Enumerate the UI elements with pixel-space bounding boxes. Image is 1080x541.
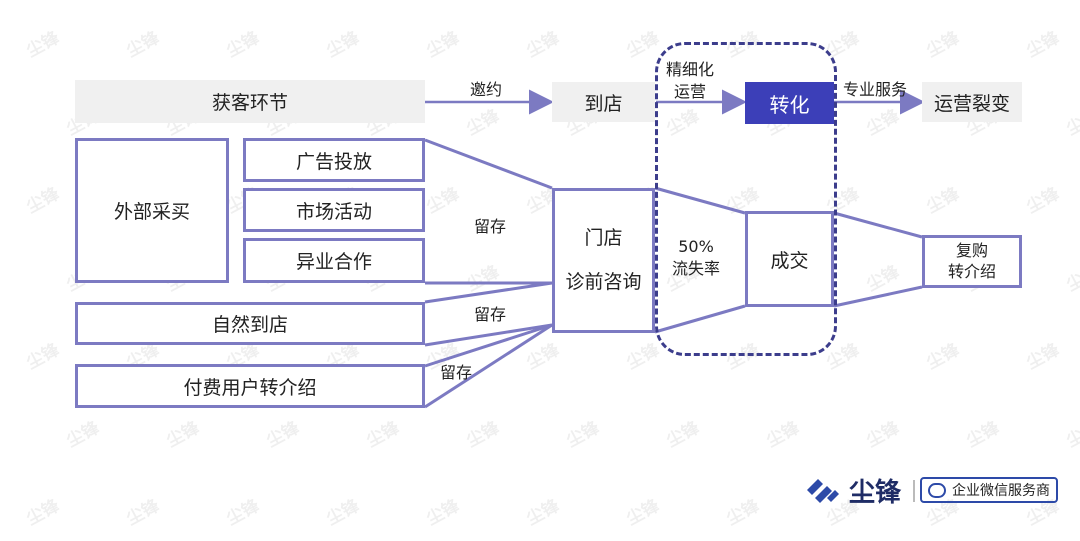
service-badge-text: 企业微信服务商 [952, 483, 1050, 499]
marketing-box: 市场活动 [243, 188, 425, 232]
funnel-line-9 [833, 211, 923, 239]
brand-name: 尘锋 [849, 478, 902, 508]
brand-mark-icon [807, 478, 839, 503]
churn-rate-value: 50% [678, 237, 714, 256]
refine-ops-frame [655, 42, 837, 356]
store-consult-box: 门店 诊前咨询 [552, 188, 655, 333]
crossover-box: 异业合作 [243, 238, 425, 283]
retain-label-1: 留存 [474, 217, 507, 236]
brand-divider [913, 479, 916, 502]
funnel-line-7 [654, 186, 746, 215]
funnel-line-5 [424, 323, 553, 368]
retain-label-3: 留存 [440, 363, 473, 382]
retain-label-2: 留存 [474, 305, 507, 324]
churn-rate-label: 流失率 [672, 258, 721, 278]
repurchase-box: 复购 转介绍 [922, 235, 1022, 288]
funnel-line-3 [424, 281, 553, 304]
invite-label: 邀约 [470, 80, 503, 99]
paid-referral-box: 付费用户转介绍 [75, 364, 425, 408]
churn-rate: 50% 流失率 [672, 236, 720, 279]
store-label: 门店 [584, 226, 623, 249]
ads-box: 广告投放 [243, 138, 425, 182]
funnel-line-10 [833, 285, 923, 308]
conversion-stage: 转化 [745, 82, 834, 124]
funnel-line-4 [424, 323, 553, 347]
funnel-line-1 [424, 138, 553, 190]
chat-bubble-icon [928, 482, 946, 498]
natural-visit-box: 自然到店 [75, 302, 425, 345]
pro-service-label: 专业服务 [843, 80, 908, 99]
funnel-line-6 [424, 323, 553, 409]
service-badge: 企业微信服务商 [920, 477, 1058, 503]
to-store-stage: 到店 [552, 82, 655, 122]
acquisition-stage: 获客环节 [75, 80, 425, 123]
deal-box: 成交 [745, 211, 834, 307]
brand-logo: 尘锋 [805, 472, 916, 509]
external-purchase-box: 外部采买 [75, 138, 229, 283]
ops-fission-stage: 运营裂变 [922, 82, 1022, 122]
consult-label: 诊前咨询 [565, 270, 642, 293]
